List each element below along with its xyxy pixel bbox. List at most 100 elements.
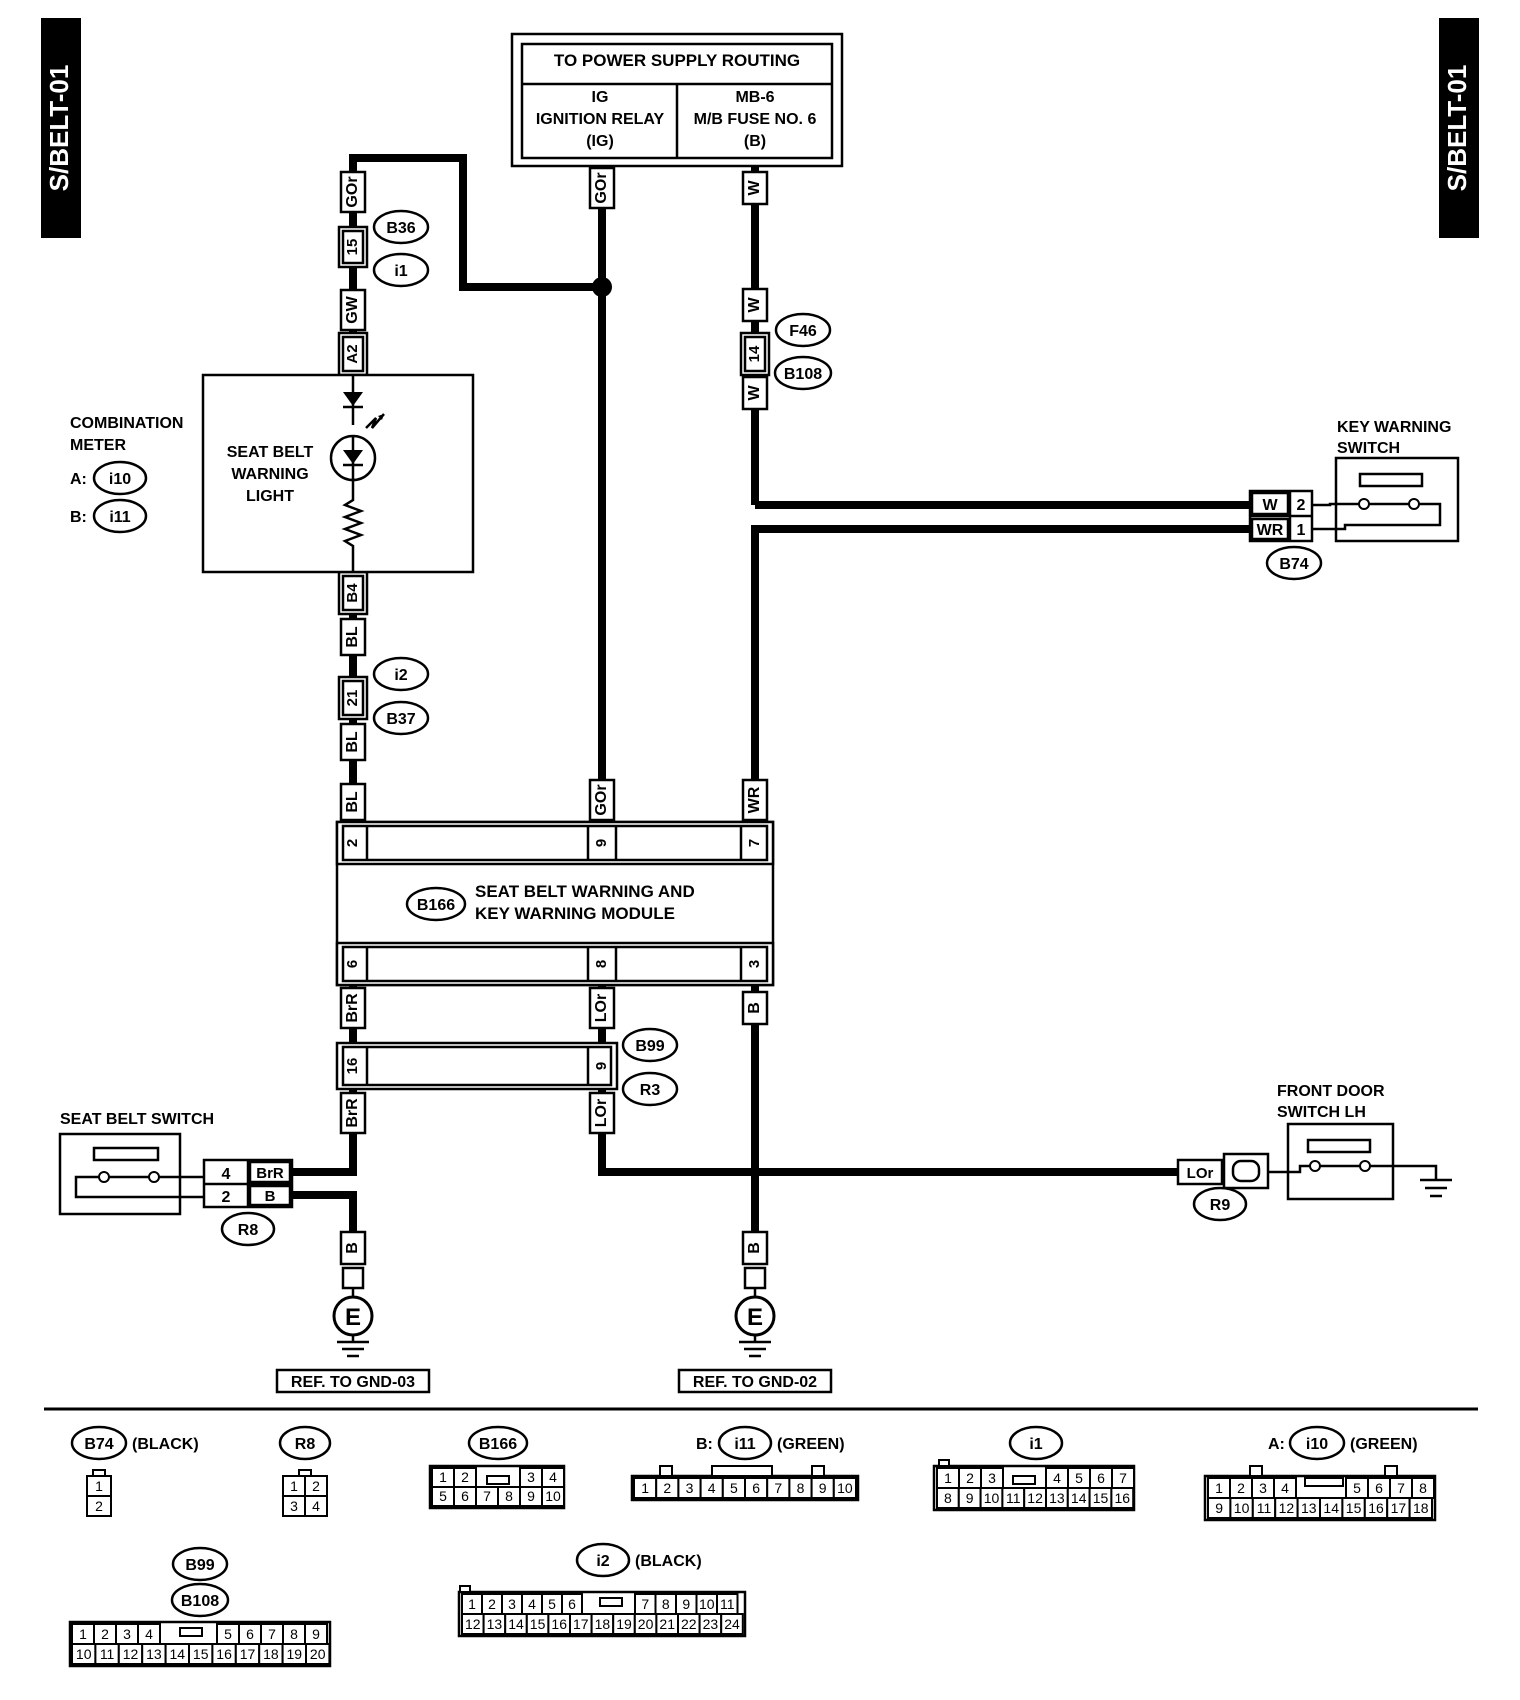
i2-pin: 24	[724, 1616, 740, 1632]
svg-text:(GREEN): (GREEN)	[777, 1436, 845, 1453]
i11-pin: 2	[663, 1480, 671, 1496]
svg-text:6: 6	[344, 960, 361, 968]
svg-text:9: 9	[593, 1062, 610, 1070]
connector-i1	[372, 252, 430, 288]
svg-text:i10: i10	[109, 471, 131, 488]
i10-pin: 13	[1301, 1500, 1317, 1516]
i10-pin: 15	[1346, 1500, 1362, 1516]
b99-pin: 12	[123, 1646, 139, 1662]
svg-text:GOr: GOr	[593, 784, 610, 815]
i11-pin: 5	[730, 1480, 738, 1496]
i1-pin: 12	[1027, 1490, 1043, 1506]
i10-pin: 1	[1215, 1480, 1223, 1496]
svg-text:(IG): (IG)	[586, 133, 614, 150]
connector-i2	[372, 656, 430, 692]
i11-pin: 3	[686, 1480, 694, 1496]
i10-pin: 2	[1237, 1480, 1245, 1496]
svg-text:B:: B:	[696, 1436, 713, 1453]
ground-right: E REF. TO GND-02	[677, 1266, 833, 1394]
key-warning-switch: KEY WARNING SWITCH W WR 2 1 B74	[1248, 419, 1460, 581]
svg-text:WARNING: WARNING	[231, 466, 308, 483]
i11-pin: 9	[819, 1480, 827, 1496]
svg-text:LOr: LOr	[1187, 1165, 1214, 1182]
svg-text:B37: B37	[386, 711, 415, 728]
svg-text:KEY WARNING MODULE: KEY WARNING MODULE	[475, 904, 675, 923]
svg-text:BL: BL	[344, 626, 361, 648]
svg-text:KEY WARNING: KEY WARNING	[1337, 419, 1451, 436]
i1-pin: 6	[1097, 1470, 1105, 1486]
i10-pin: 16	[1368, 1500, 1384, 1516]
svg-text:BrR: BrR	[256, 1165, 284, 1182]
seat-belt-switch: SEAT BELT SWITCH 4 2 BrR B R8	[58, 1111, 294, 1247]
page-code-left: S/BELT-01	[44, 65, 74, 192]
i10-pin: 4	[1281, 1480, 1289, 1496]
svg-text:R3: R3	[640, 1082, 661, 1099]
b99-pin: 17	[240, 1646, 256, 1662]
svg-text:LOr: LOr	[593, 1099, 610, 1127]
i1-pin: 11	[1006, 1490, 1021, 1506]
connector-b37	[372, 700, 430, 736]
svg-text:B: B	[746, 1242, 763, 1254]
i2-pin: 23	[703, 1616, 719, 1632]
connector-b36	[372, 209, 430, 245]
i10-pin: 18	[1413, 1500, 1429, 1516]
b74-pin: 2	[95, 1498, 103, 1514]
svg-text:COMBINATION: COMBINATION	[70, 415, 183, 432]
svg-text:B: B	[746, 1002, 763, 1014]
b99-pin: 19	[287, 1646, 303, 1662]
i2-pin: 11	[720, 1596, 735, 1612]
connector-r3	[621, 1071, 679, 1107]
svg-text:i10: i10	[1306, 1436, 1328, 1453]
svg-text:A:: A:	[70, 471, 87, 488]
i2-pin: 1	[468, 1596, 476, 1612]
b99-pin: 18	[263, 1646, 279, 1662]
svg-text:B74: B74	[84, 1436, 113, 1453]
b166-pin: 3	[527, 1469, 535, 1485]
i2-pin: 13	[487, 1616, 503, 1632]
svg-text:LOr: LOr	[593, 994, 610, 1022]
i1-pin: 16	[1115, 1490, 1131, 1506]
i10-pin: 3	[1259, 1480, 1267, 1496]
i2-pin: 22	[681, 1616, 697, 1632]
i10-pin: 10	[1234, 1500, 1250, 1516]
i2-pin: 4	[528, 1596, 536, 1612]
i11-pin: 4	[708, 1480, 716, 1496]
svg-text:B: B	[344, 1242, 361, 1254]
svg-text:8: 8	[593, 960, 610, 968]
b99-pin: 9	[312, 1626, 320, 1642]
svg-text:(BLACK): (BLACK)	[635, 1553, 702, 1570]
connector-b99	[621, 1027, 679, 1063]
svg-text:A2: A2	[344, 344, 361, 363]
svg-text:M/B FUSE NO. 6: M/B FUSE NO. 6	[694, 111, 817, 128]
b166-pin: 9	[527, 1488, 535, 1504]
svg-text:i2: i2	[394, 667, 407, 684]
b99-pin: 14	[170, 1646, 186, 1662]
r8-pin: 2	[312, 1478, 320, 1494]
svg-text:B108: B108	[181, 1593, 219, 1610]
wire-labels: GOr GOr W GW W W BL BL BL GOr WR BrR LOr…	[339, 166, 769, 1266]
ref-gnd-02: REF. TO GND-02	[693, 1374, 817, 1391]
svg-text:SEAT BELT: SEAT BELT	[227, 444, 314, 461]
r8-pin: 1	[290, 1478, 298, 1494]
power-supply-title: TO POWER SUPPLY ROUTING	[554, 51, 800, 70]
svg-text:B36: B36	[386, 220, 415, 237]
r8-pin: 3	[290, 1498, 298, 1514]
i2-pin: 3	[508, 1596, 516, 1612]
svg-text:9: 9	[593, 839, 610, 847]
i1-pin: 8	[944, 1490, 952, 1506]
svg-text:IGNITION RELAY: IGNITION RELAY	[536, 111, 665, 128]
i10-pin: 12	[1279, 1500, 1295, 1516]
svg-text:i1: i1	[394, 263, 407, 280]
legend-labels: B74 (BLACK) R8 B166 B: i11 (GREEN) i1 A:…	[70, 1425, 1418, 1618]
page-code-tab-left: S/BELT-01	[41, 18, 81, 238]
wire-label-gor: GOr	[344, 176, 361, 207]
svg-text:SEAT BELT WARNING AND: SEAT BELT WARNING AND	[475, 882, 695, 901]
svg-text:GOr: GOr	[593, 172, 610, 203]
svg-text:(GREEN): (GREEN)	[1350, 1436, 1418, 1453]
svg-text:14: 14	[746, 345, 763, 362]
i2-pin: 6	[568, 1596, 576, 1612]
svg-text:R8: R8	[295, 1436, 316, 1453]
warning-light-bulb-icon	[329, 375, 385, 572]
i2-pin: 2	[488, 1596, 496, 1612]
i1-pin: 13	[1049, 1490, 1065, 1506]
